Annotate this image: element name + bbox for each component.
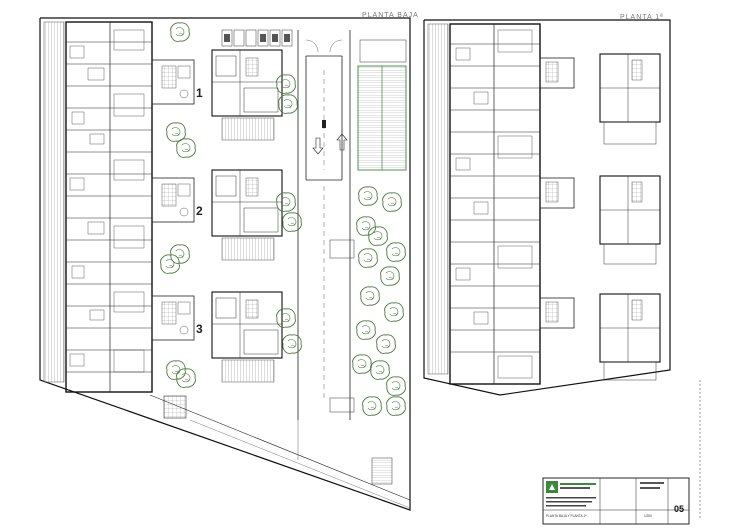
drawing-title: PLANTA BAJA Y PLANTA 1ª xyxy=(546,514,587,518)
sheet-number: 05 xyxy=(673,504,684,514)
block-number-1: 1 xyxy=(196,86,203,100)
first-plan-title: PLANTA 1ª xyxy=(620,14,664,21)
ground-plan-title: PLANTA BAJA xyxy=(362,12,419,19)
ground-floor-plan xyxy=(39,17,411,511)
block-number-3: 3 xyxy=(196,322,203,336)
first-floor-plan xyxy=(423,19,671,396)
block-number-2: 2 xyxy=(196,204,203,218)
title-block xyxy=(542,477,690,525)
drawing-scale: 1/200 xyxy=(644,514,652,518)
